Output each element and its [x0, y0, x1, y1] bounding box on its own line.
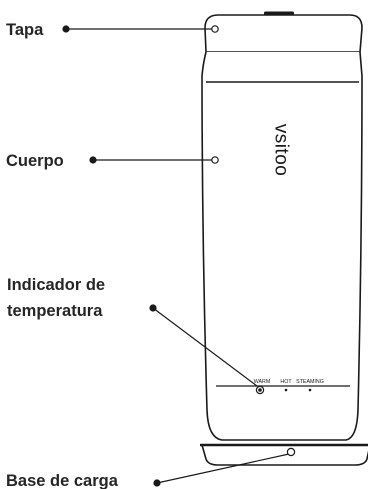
anchor-circle-tapa [211, 25, 219, 33]
label-tapa: Tapa [6, 21, 44, 39]
callout-dot-indicador [149, 304, 157, 312]
anchor-circle-base [286, 447, 296, 457]
indicator-steaming-dot [308, 388, 312, 392]
callout-dot-tapa [62, 25, 70, 33]
lid-button [264, 11, 294, 16]
callout-line-indicador [152, 307, 258, 387]
label-indicador-line2: temperatura [7, 302, 103, 320]
label-indicador-line1: Indicador de [7, 276, 105, 294]
label-cuerpo: Cuerpo [6, 152, 64, 170]
callout-lines [62, 25, 296, 487]
indicator-hot-label: HOT [280, 379, 292, 385]
indicator-hot-dot [284, 388, 288, 392]
body-outline [201, 51, 363, 441]
anchor-circle-cuerpo [211, 156, 219, 164]
callout-dot-base [153, 479, 161, 487]
label-base: Base de carga [6, 472, 119, 489]
callout-line-base [156, 453, 290, 484]
anchor-circle-indicador-core [258, 388, 262, 392]
lid [204, 14, 363, 53]
indicator-warm-label: WARM [254, 379, 271, 385]
callout-dot-cuerpo [89, 156, 97, 164]
device [200, 11, 368, 466]
indicator-steaming-label: STEAMING [296, 379, 324, 385]
brand-logo: vsitoo [271, 124, 292, 177]
